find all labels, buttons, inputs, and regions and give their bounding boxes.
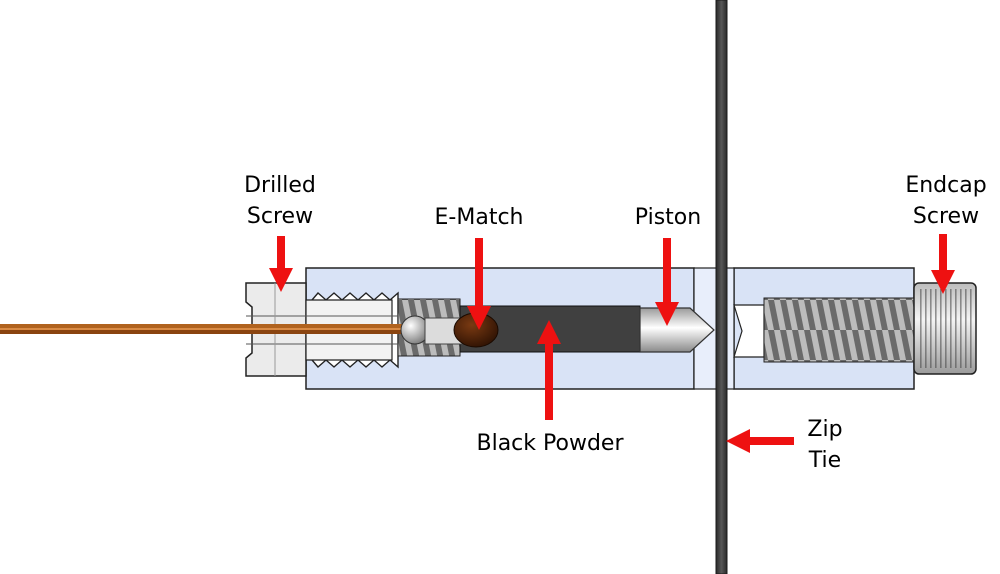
label-drilled-screw-line2: Screw: [247, 204, 313, 229]
arrows: [269, 234, 955, 453]
arrow-drilled-screw: [269, 236, 293, 292]
label-piston: Piston: [635, 205, 701, 230]
e-match-wire: [0, 324, 410, 334]
endcap-screw: [733, 282, 977, 375]
label-drilled-screw-line1: Drilled: [244, 173, 316, 198]
piston: [639, 307, 715, 353]
label-zip-tie-line2: Tie: [808, 448, 841, 473]
arrow-zip-tie: [726, 429, 794, 453]
label-endcap-screw-line2: Screw: [913, 204, 979, 229]
label-zip-tie-line1: Zip: [807, 417, 842, 442]
label-black-powder: Black Powder: [477, 431, 625, 456]
arrow-piston: [655, 238, 679, 326]
arrow-e-match: [467, 238, 491, 330]
zip-tie: [715, 0, 728, 574]
arrow-endcap-screw: [931, 234, 955, 294]
arrow-black-powder: [537, 320, 561, 420]
label-endcap-screw-line1: Endcap: [905, 173, 986, 198]
label-e-match: E-Match: [435, 205, 524, 230]
